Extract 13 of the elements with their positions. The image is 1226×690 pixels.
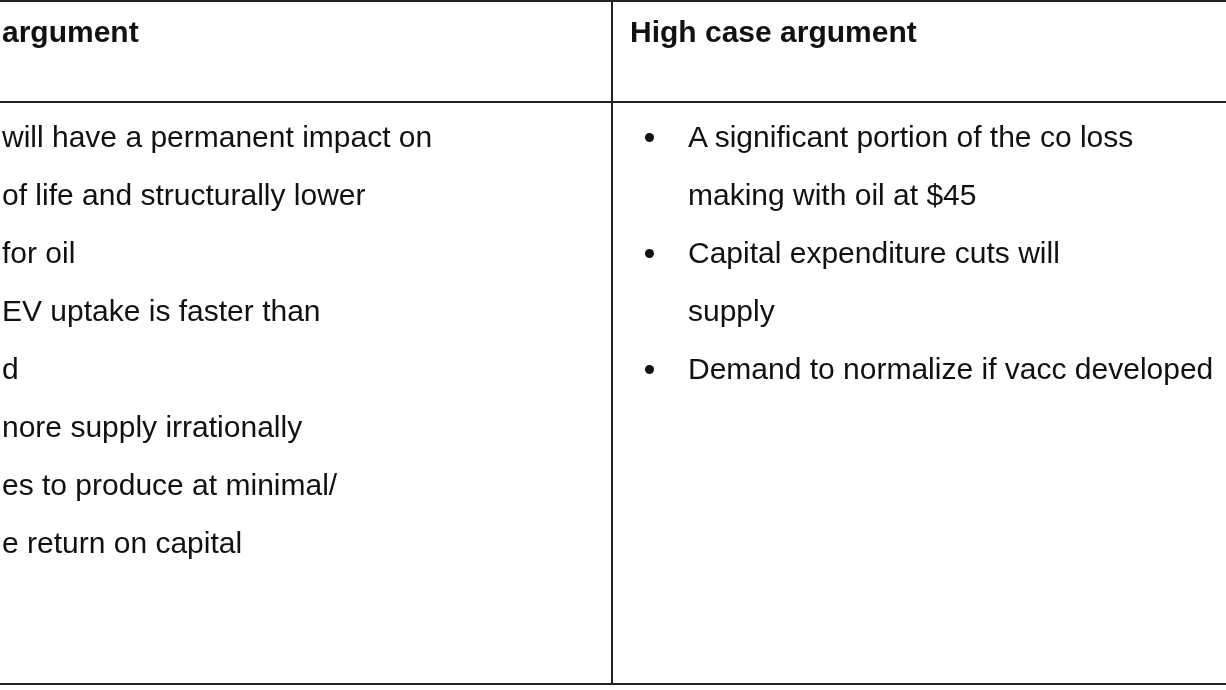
cell-text: nore supply irrationally xyxy=(2,409,304,445)
cell-text: e return on capital xyxy=(2,525,244,561)
column-header: High case argument xyxy=(630,14,918,50)
cell-text: for oil xyxy=(2,235,77,271)
cell-text: EV uptake is faster than xyxy=(2,293,322,329)
cell-text: of life and structurally lower xyxy=(2,177,367,213)
column-header: argument xyxy=(2,14,140,50)
cell-text: Capital expenditure cuts will supply xyxy=(688,235,1061,329)
cell-text: d xyxy=(2,351,20,387)
cell-text: will have a permanent impact on xyxy=(2,119,434,155)
cell-text: A significant portion of the co loss making with oil at $45 xyxy=(688,119,1135,213)
cell-text: Demand to normalize if vacc developed xyxy=(688,351,1215,387)
cell-text: es to produce at minimal/ xyxy=(2,467,339,503)
